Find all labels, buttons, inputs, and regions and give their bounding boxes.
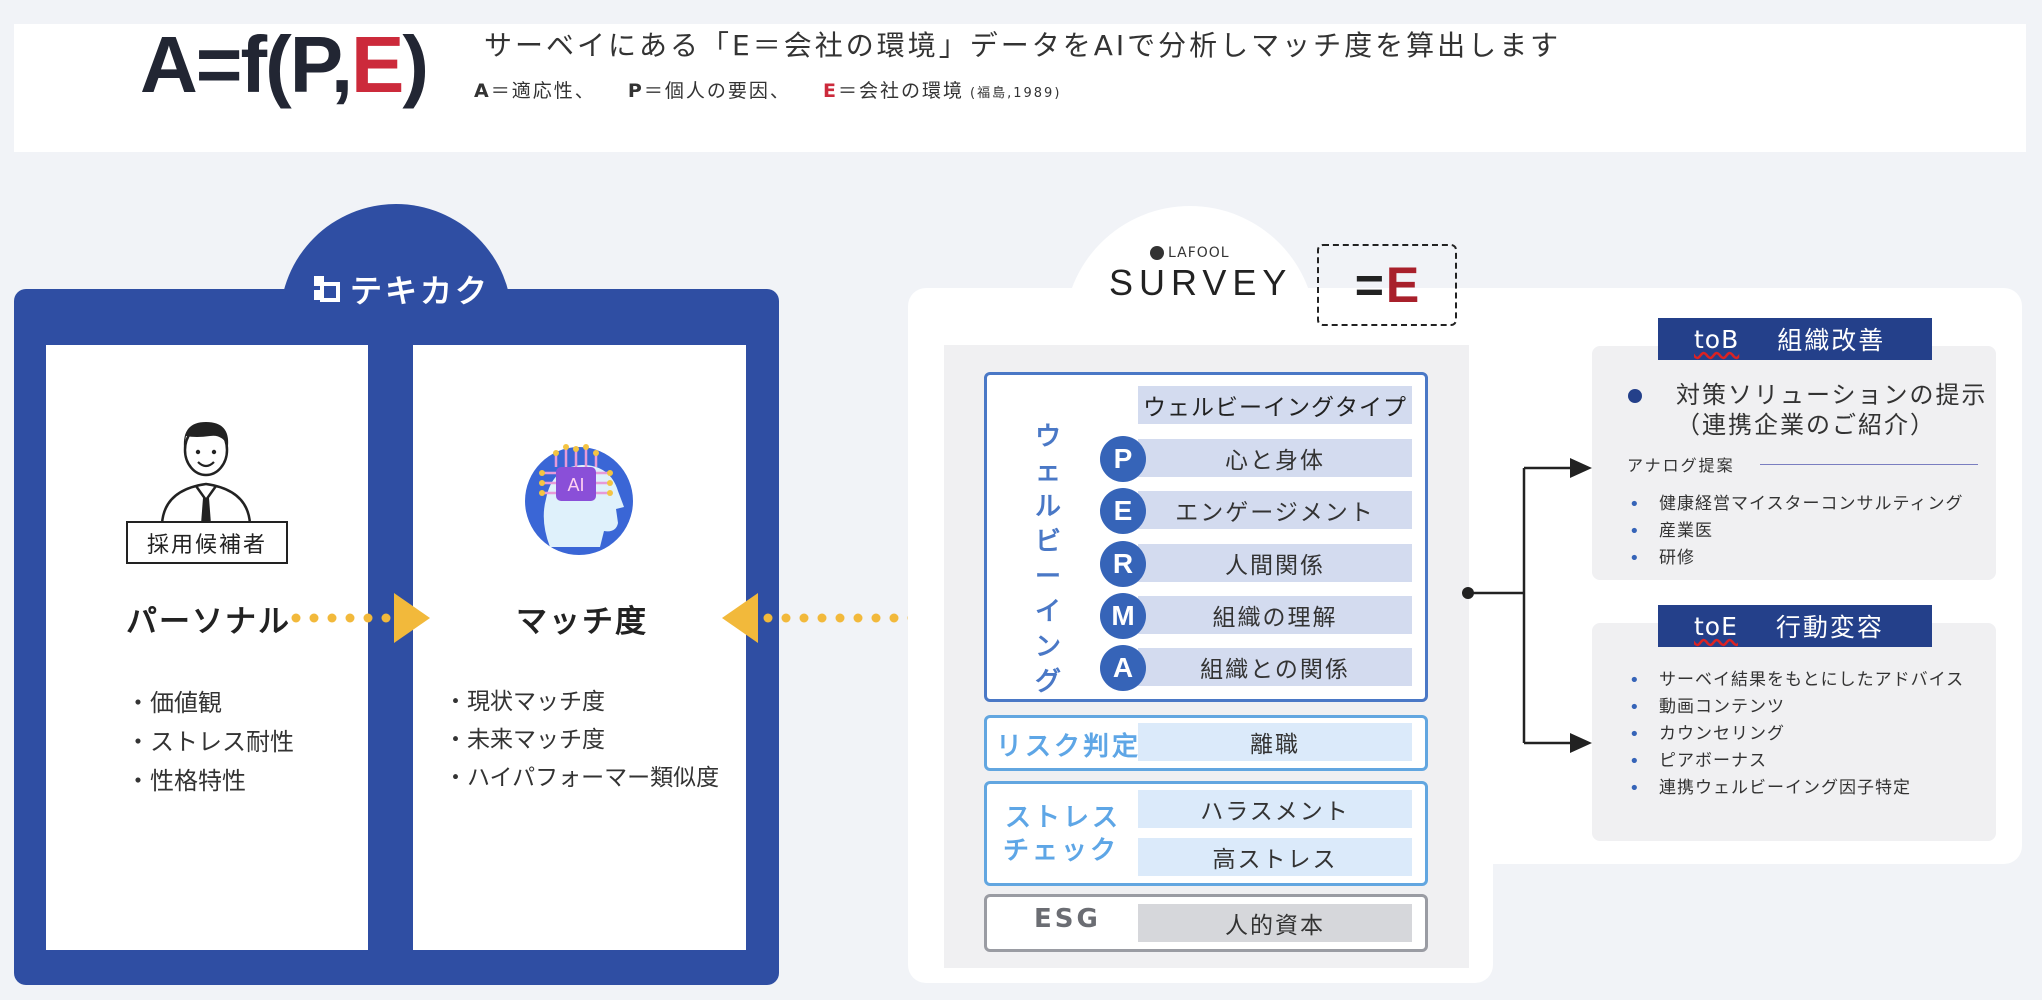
list-item: ハイパフォーマー類似度 (444, 759, 719, 797)
toe-list: サーベイ結果をもとにしたアドバイス 動画コンテンツ カウンセリング ピアボーナス… (1627, 667, 1964, 802)
candidate-tag: 採用候補者 (126, 521, 288, 564)
solution-bullet (1628, 389, 1642, 403)
list-item: 未来マッチ度 (444, 721, 719, 759)
solution-title: 対策ソリューションの提示（連携企業のご紹介） (1676, 381, 1988, 439)
personal-title: パーソナル (126, 604, 291, 640)
wellbeing-row-m: 組織の理解 (1138, 596, 1412, 634)
survey-logo: SURVEY (1109, 262, 1293, 303)
wellbeing-row-e: エンゲージメント (1138, 491, 1412, 529)
stress-value-high: 高ストレス (1138, 838, 1412, 876)
list-item: 研修 (1627, 545, 1963, 572)
ai-head-icon: AI (525, 444, 633, 555)
wellbeing-letter-e: E (1100, 488, 1146, 534)
list-item: 健康経営マイスターコンサルティング (1627, 491, 1963, 518)
stress-label-line1: ストレス (1005, 803, 1122, 833)
wellbeing-row-r: 人間関係 (1138, 544, 1412, 582)
risk-label: リスク判定 (996, 732, 1142, 762)
list-item: 現状マッチ度 (444, 683, 719, 721)
wellbeing-letter-m: M (1100, 593, 1146, 639)
risk-value: 離職 (1138, 723, 1412, 761)
tob-list: 健康経営マイスターコンサルティング 産業医 研修 (1627, 491, 1963, 572)
list-item: 連携ウェルビーイング因子特定 (1627, 775, 1964, 802)
list-item: 性格特性 (126, 762, 294, 801)
header-bar (14, 24, 2026, 152)
tekikaku-logo-icon (314, 276, 340, 302)
wellbeing-letter-a: A (1100, 645, 1146, 691)
formula-title: A=f(P,E) (140, 20, 429, 109)
list-item: カウンセリング (1627, 721, 1964, 748)
tekikaku-logo-text: テキカク (350, 272, 491, 310)
wellbeing-vertical-label: ウ ェ ル ビ ー イ ン グ (1034, 422, 1061, 697)
list-item: ピアボーナス (1627, 748, 1964, 775)
lafool-logo-icon (1150, 246, 1164, 260)
ai-badge-text: AI (567, 475, 584, 495)
stress-value-harassment: ハラスメント (1138, 790, 1412, 828)
esg-label: ESG (1034, 904, 1101, 934)
list-item: サーベイ結果をもとにしたアドバイス (1627, 667, 1964, 694)
match-card (413, 345, 746, 950)
wellbeing-box (984, 372, 1428, 702)
analog-label: アナログ提案 (1627, 456, 1735, 475)
esg-value: 人的資本 (1138, 904, 1412, 942)
list-item: 価値観 (126, 684, 294, 723)
stress-label-line2: チェック (1003, 836, 1120, 866)
lafool-logo: LAFOOL (1150, 245, 1230, 261)
wellbeing-letter-p: P (1100, 436, 1146, 482)
list-item: ストレス耐性 (126, 723, 294, 762)
list-item: 動画コンテンツ (1627, 694, 1964, 721)
tekikaku-logo: テキカク (312, 266, 490, 312)
wellbeing-type-label: ウェルビーイングタイプ (1138, 386, 1412, 424)
equals-e-badge: =E (1317, 244, 1457, 326)
branch-connector (1462, 458, 1592, 753)
analog-divider (1760, 464, 1978, 465)
headline: サーベイにある「E＝会社の環境」データをAIで分析しマッチ度を算出します (484, 29, 1562, 62)
list-item: 産業医 (1627, 518, 1963, 545)
personal-list: 価値観 ストレス耐性 性格特性 (126, 684, 294, 801)
match-title: マッチ度 (516, 604, 648, 640)
wellbeing-letter-r: R (1100, 541, 1146, 587)
person-icon (160, 422, 252, 524)
wellbeing-row-p: 心と身体 (1138, 439, 1412, 477)
formula-legend: A＝適応性、 P＝個人の要因、 E＝会社の環境(福島,1989) (474, 80, 1062, 102)
wellbeing-row-a: 組織との関係 (1138, 648, 1412, 686)
match-list: 現状マッチ度 未来マッチ度 ハイパフォーマー類似度 (444, 683, 719, 797)
